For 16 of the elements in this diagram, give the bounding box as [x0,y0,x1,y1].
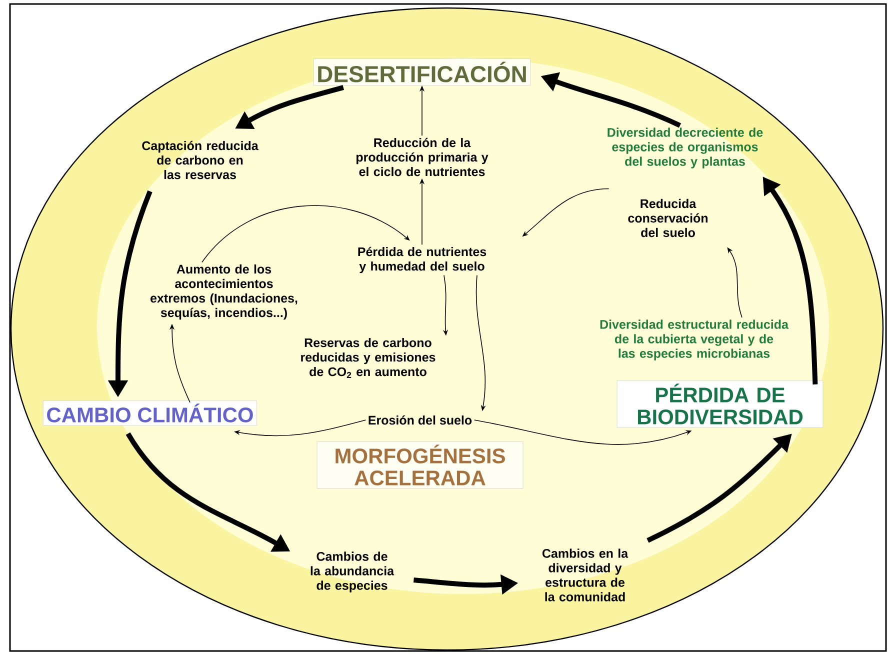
cause-text: Reducida conservación del suelo [628,198,708,238]
cause-text: Diversidad estructural reducida de la cubierta vegetal y de las especies microbianas [600,320,789,360]
title-box: CAMBIO CLIMÁTICO [42,400,258,426]
title-box: PÉRDIDA DE BIODIVERSIDAD [616,380,824,428]
cause-text: Erosión del suelo [368,415,472,425]
cause-text: Cambios en la diversidad y estructura de la comunidad [542,548,628,602]
cause-text: Captación reducida de carbono en las reservas [142,140,258,180]
title-box: MORFOGÉNESIS ACELERADA [316,441,524,489]
arrow [202,205,410,263]
cause-text: Diversidad decreciente de especies de organismos del suelos y plantas [608,128,763,168]
cause-text: Pérdida de nutrientes y humedad del suelo [358,246,486,274]
cause-text: Aumento de los acontecimientos extremos (Inundaciones, sequías, incendios...) [150,264,298,320]
cause-text: Cambios de la abundancia de especies [310,552,394,592]
cause-text: Reducción de la producción primaria y el ciclo de nutrientes [356,138,488,176]
cause-text: Reservas de carbono reducidas y emisiones de CO$_{2}$ en aumento [301,338,436,378]
title-box: DESERTIFICACIÓN [313,58,531,86]
